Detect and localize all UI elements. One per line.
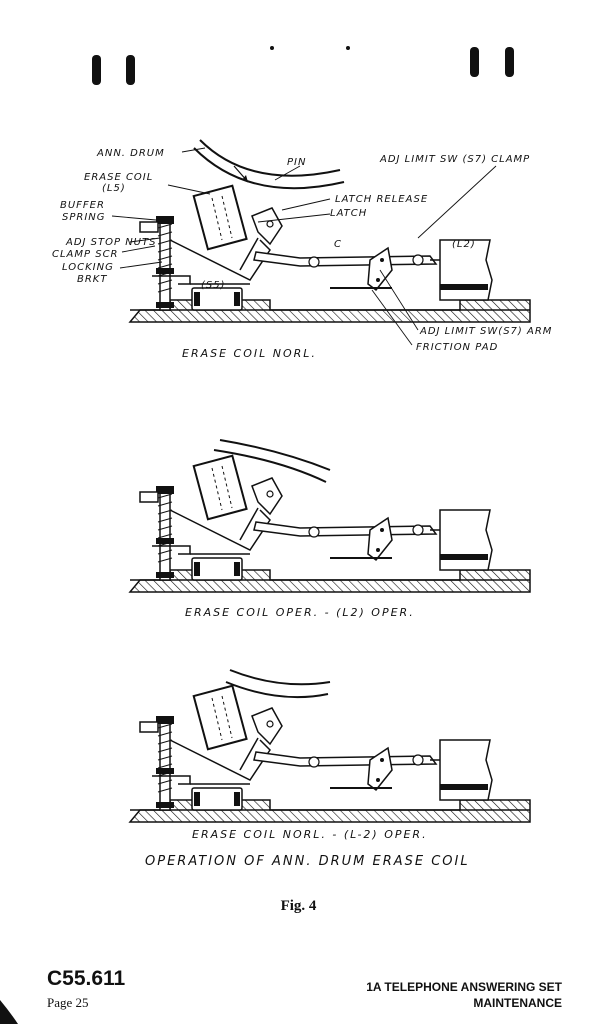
label-latch-release: LATCH RELEASE — [335, 194, 428, 205]
diagram-erase-coil-normal-l2-operated — [129, 669, 531, 823]
binder-holes — [92, 46, 514, 85]
label-adj-limit-arm: ADJ LIMIT SW(S7) ARM — [419, 326, 552, 337]
label-s5: (S5) — [201, 280, 226, 291]
label-clamp-scr: CLAMP SCR — [52, 249, 119, 260]
label-spring: SPRING — [62, 212, 106, 223]
main-caption: OPERATION OF ANN. DRUM ERASE COIL — [145, 854, 470, 869]
label-l2: (L2) — [452, 239, 476, 250]
label-buffer: BUFFER — [60, 200, 105, 211]
label-friction-pad: FRICTION PAD — [416, 342, 498, 353]
label-adj-limit-clamp: ADJ LIMIT SW (S7) CLAMP — [379, 154, 530, 165]
leader-lines-top — [111, 147, 497, 346]
footer-title: 1A TELEPHONE ANSWERING SET — [366, 980, 562, 994]
label-erase-coil-ref: (L5) — [102, 183, 126, 194]
document-code: C55.611 — [47, 967, 126, 990]
label-brkt: BRKT — [77, 274, 107, 285]
label-locking: LOCKING — [62, 262, 114, 273]
caption-diagram-1: ERASE COIL NORL. — [182, 347, 317, 360]
label-adj-stop-nuts: ADJ STOP NUTS — [65, 237, 156, 248]
label-erase-coil: ERASE COIL — [84, 172, 153, 183]
label-pin: PIN — [287, 157, 306, 168]
diagram-erase-coil-normal — [129, 139, 531, 323]
label-latch: LATCH — [330, 208, 367, 219]
caption-diagram-3: ERASE COIL NORL. - (L-2) OPER. — [192, 828, 428, 841]
page-corner — [0, 1000, 18, 1024]
caption-diagram-2: ERASE COIL OPER. - (L2) OPER. — [185, 606, 415, 619]
labels-top: ANN. DRUM PIN ADJ LIMIT SW (S7) CLAMP ER… — [52, 148, 552, 360]
label-c: C — [334, 239, 342, 250]
figure-label: Fig. 4 — [280, 898, 317, 914]
diagram-erase-coil-operated — [129, 439, 531, 593]
page-number: Page 25 — [47, 995, 89, 1010]
label-ann-drum: ANN. DRUM — [96, 148, 165, 159]
footer-subtitle: MAINTENANCE — [473, 996, 562, 1010]
